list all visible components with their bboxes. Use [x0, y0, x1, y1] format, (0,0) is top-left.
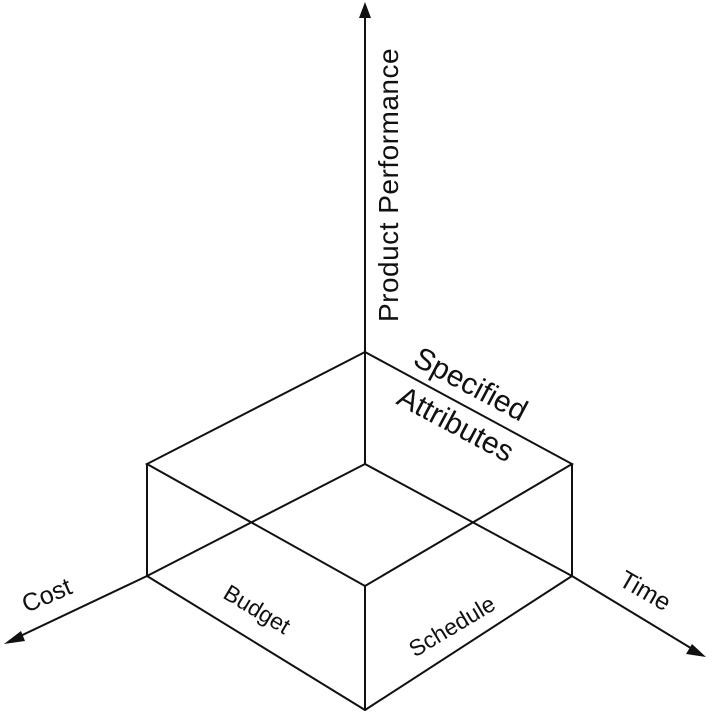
box-bottom-right-edge: [364, 575, 573, 711]
time-axis-label: Time: [614, 565, 675, 617]
cost-axis-label: Cost: [18, 573, 76, 619]
box-hidden-edge-left: [146, 463, 366, 577]
box-bottom-left-edge: [146, 575, 366, 711]
cost-axis-arrowhead: [4, 631, 25, 644]
time-axis-arrowhead: [686, 644, 706, 657]
performance-axis-arrowhead: [359, 2, 371, 18]
cost-axis: [13, 575, 148, 640]
box-hidden-edge-right: [364, 463, 573, 577]
budget-face-label: Budget: [219, 579, 295, 639]
time-axis: [571, 575, 695, 651]
performance-axis-label: Product Performance: [373, 48, 404, 322]
schedule-face-label: Schedule: [404, 590, 500, 662]
